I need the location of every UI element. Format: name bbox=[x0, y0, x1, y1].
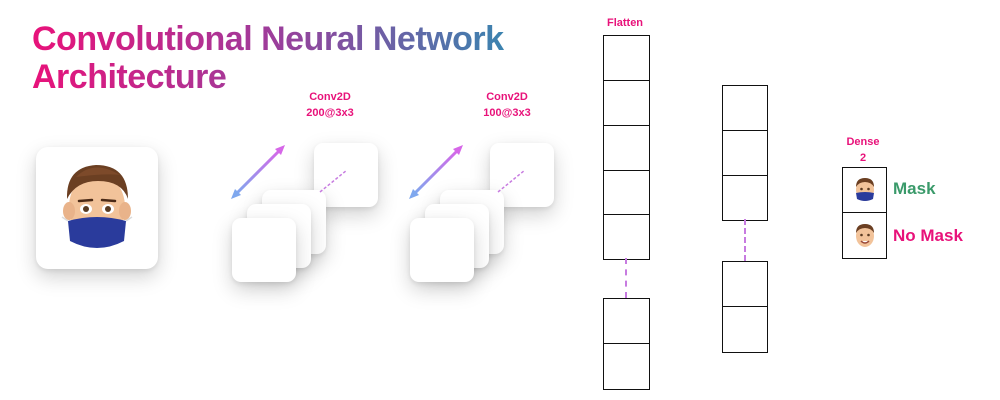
conv2-label: Conv2D 100@3x3 bbox=[467, 89, 547, 121]
flatten-cell bbox=[604, 81, 649, 126]
hidden-dense-cell bbox=[723, 307, 767, 352]
flatten-cell bbox=[604, 344, 649, 389]
conv2-spec: 100@3x3 bbox=[483, 107, 531, 119]
dense-output-column bbox=[842, 167, 887, 259]
dense-units: 2 bbox=[859, 152, 867, 164]
flatten-cell bbox=[604, 215, 649, 259]
input-image-card bbox=[36, 147, 158, 269]
dense-label: Dense 2 bbox=[833, 134, 893, 166]
output-label-mask: Mask bbox=[893, 179, 936, 198]
flatten-dashed-connector bbox=[625, 258, 627, 298]
hidden-dense-cell bbox=[723, 176, 767, 220]
unmasked-face-icon bbox=[855, 223, 874, 247]
masked-face-icon bbox=[61, 165, 133, 248]
conv2-double-arrow bbox=[409, 145, 463, 199]
output-label-no-mask: No Mask bbox=[893, 226, 963, 245]
hidden-dense-column-top bbox=[722, 85, 768, 221]
conv2-dashed-connector bbox=[497, 169, 526, 193]
hidden-dense-dashed-connector bbox=[744, 219, 746, 261]
flatten-cell bbox=[604, 126, 649, 171]
conv1-double-arrow bbox=[231, 145, 285, 199]
conv2-name: Conv2D bbox=[486, 91, 528, 103]
output-cell-mask bbox=[843, 168, 886, 213]
conv1-name: Conv2D bbox=[309, 91, 351, 103]
output-cell-no-mask bbox=[843, 213, 886, 258]
conv1-label: Conv2D 200@3x3 bbox=[290, 89, 370, 121]
conv1-spec: 200@3x3 bbox=[306, 107, 354, 119]
masked-face-icon bbox=[855, 178, 874, 201]
page-title: Convolutional Neural Network Architectur… bbox=[32, 20, 542, 96]
conv2-feature-map-1 bbox=[410, 218, 474, 282]
flatten-cell bbox=[604, 171, 649, 215]
conv1-feature-map-1 bbox=[232, 218, 296, 282]
title-line-2: Architecture bbox=[32, 58, 247, 96]
hidden-dense-column-bottom bbox=[722, 261, 768, 353]
hidden-dense-cell bbox=[723, 262, 767, 307]
flatten-cell bbox=[604, 36, 649, 81]
conv1-dashed-connector bbox=[319, 169, 348, 193]
title-line-1: Convolutional Neural Network bbox=[32, 20, 542, 58]
flatten-label: Flatten bbox=[606, 17, 644, 29]
hidden-dense-cell bbox=[723, 131, 767, 176]
flatten-column-top bbox=[603, 35, 650, 260]
flatten-column-bottom bbox=[603, 298, 650, 390]
hidden-dense-cell bbox=[723, 86, 767, 131]
dense-name: Dense bbox=[846, 136, 880, 148]
flatten-cell bbox=[604, 299, 649, 344]
